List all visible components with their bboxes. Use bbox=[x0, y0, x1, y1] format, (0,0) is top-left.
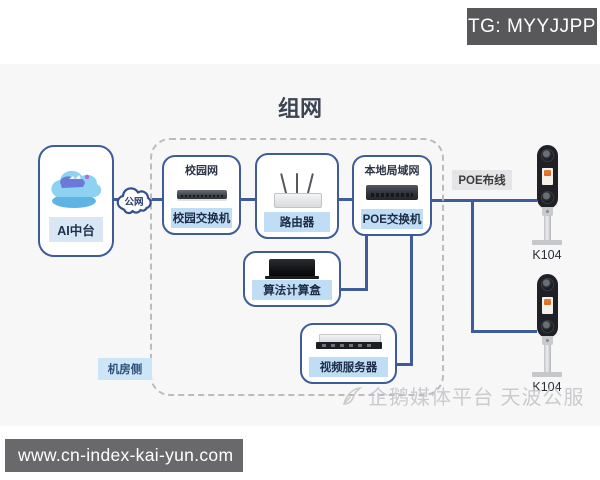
camera-mount-icon bbox=[541, 207, 553, 216]
connection-line bbox=[471, 330, 537, 333]
local-lan-label: 本地局域网 bbox=[364, 165, 420, 177]
camera-lens-icon bbox=[540, 191, 554, 204]
camera-base-icon bbox=[532, 240, 562, 245]
rack-server-device-icon bbox=[315, 334, 382, 350]
router-device-icon bbox=[271, 169, 323, 211]
ai-platform-label: AI中台 bbox=[49, 217, 103, 242]
node-video-server: 视频服务器 bbox=[300, 323, 397, 384]
connection-line bbox=[410, 230, 413, 366]
public-network-label: 公网 bbox=[124, 197, 144, 208]
tg-contact-text: TG: MYYJJPP bbox=[468, 15, 596, 37]
camera-screen-icon bbox=[541, 168, 553, 185]
poe-cabling-label: POE布线 bbox=[452, 170, 512, 190]
node-ai-compute-box: 算法计算盒 bbox=[243, 251, 341, 307]
connection-line bbox=[426, 199, 537, 202]
video-server-label: 视频服务器 bbox=[309, 357, 388, 377]
router-label: 路由器 bbox=[264, 212, 330, 232]
connection-line bbox=[235, 198, 258, 201]
endpoint-label: K104 bbox=[532, 248, 562, 262]
watermark: 企鹅媒体平台 天波公服 bbox=[340, 381, 585, 410]
pole-camera-device-1: K104 bbox=[525, 145, 569, 262]
camera-pole-icon bbox=[543, 216, 551, 240]
machine-room-side-label: 机房侧 bbox=[98, 358, 152, 380]
ai-compute-box-label: 算法计算盒 bbox=[252, 280, 332, 300]
camera-lens-icon bbox=[540, 278, 554, 291]
camera-head-icon bbox=[536, 274, 558, 338]
node-poe-switch: 本地局域网 POE交换机 bbox=[352, 155, 432, 236]
source-url-bar: www.cn-index-kai-yun.com bbox=[5, 439, 243, 472]
node-campus-switch: 校园网 校园交换机 bbox=[162, 155, 241, 235]
camera-lens-icon bbox=[540, 149, 554, 162]
camera-screen-icon bbox=[541, 297, 553, 314]
campus-switch-device-icon bbox=[176, 190, 227, 199]
watermark-text: 企鹅媒体平台 天波公服 bbox=[368, 387, 585, 409]
camera-pole-icon bbox=[543, 345, 551, 372]
diagram-title: 组网 bbox=[277, 96, 322, 121]
pole-camera-device-2: K104 bbox=[525, 274, 569, 394]
camera-base-icon bbox=[532, 372, 562, 377]
camera-head-icon bbox=[536, 145, 558, 209]
connection-line bbox=[365, 230, 368, 291]
node-router: 路由器 bbox=[255, 153, 339, 239]
ai-cloud-icon bbox=[51, 170, 102, 208]
camera-mount-icon bbox=[541, 336, 553, 345]
machine-room-zone bbox=[150, 138, 444, 396]
connection-line bbox=[335, 288, 367, 291]
campus-switch-label: 校园交换机 bbox=[171, 208, 232, 228]
node-ai-platform: AI中台 bbox=[38, 145, 114, 257]
connection-line bbox=[391, 363, 412, 366]
connection-line bbox=[333, 198, 355, 201]
endpoint-label: K104 bbox=[532, 380, 562, 394]
tg-contact-badge: TG: MYYJJPP bbox=[467, 8, 597, 45]
poe-switch-label: POE交换机 bbox=[361, 209, 423, 229]
public-network-cloud-icon: 公网 bbox=[111, 182, 157, 220]
quill-icon bbox=[342, 386, 363, 405]
compute-box-device-icon bbox=[265, 259, 319, 279]
camera-lens-icon bbox=[540, 320, 554, 333]
source-url-text: www.cn-index-kai-yun.com bbox=[18, 445, 234, 465]
connection-line bbox=[471, 199, 474, 333]
poe-switch-device-icon bbox=[366, 185, 418, 200]
campus-network-label: 校园网 bbox=[185, 165, 218, 177]
